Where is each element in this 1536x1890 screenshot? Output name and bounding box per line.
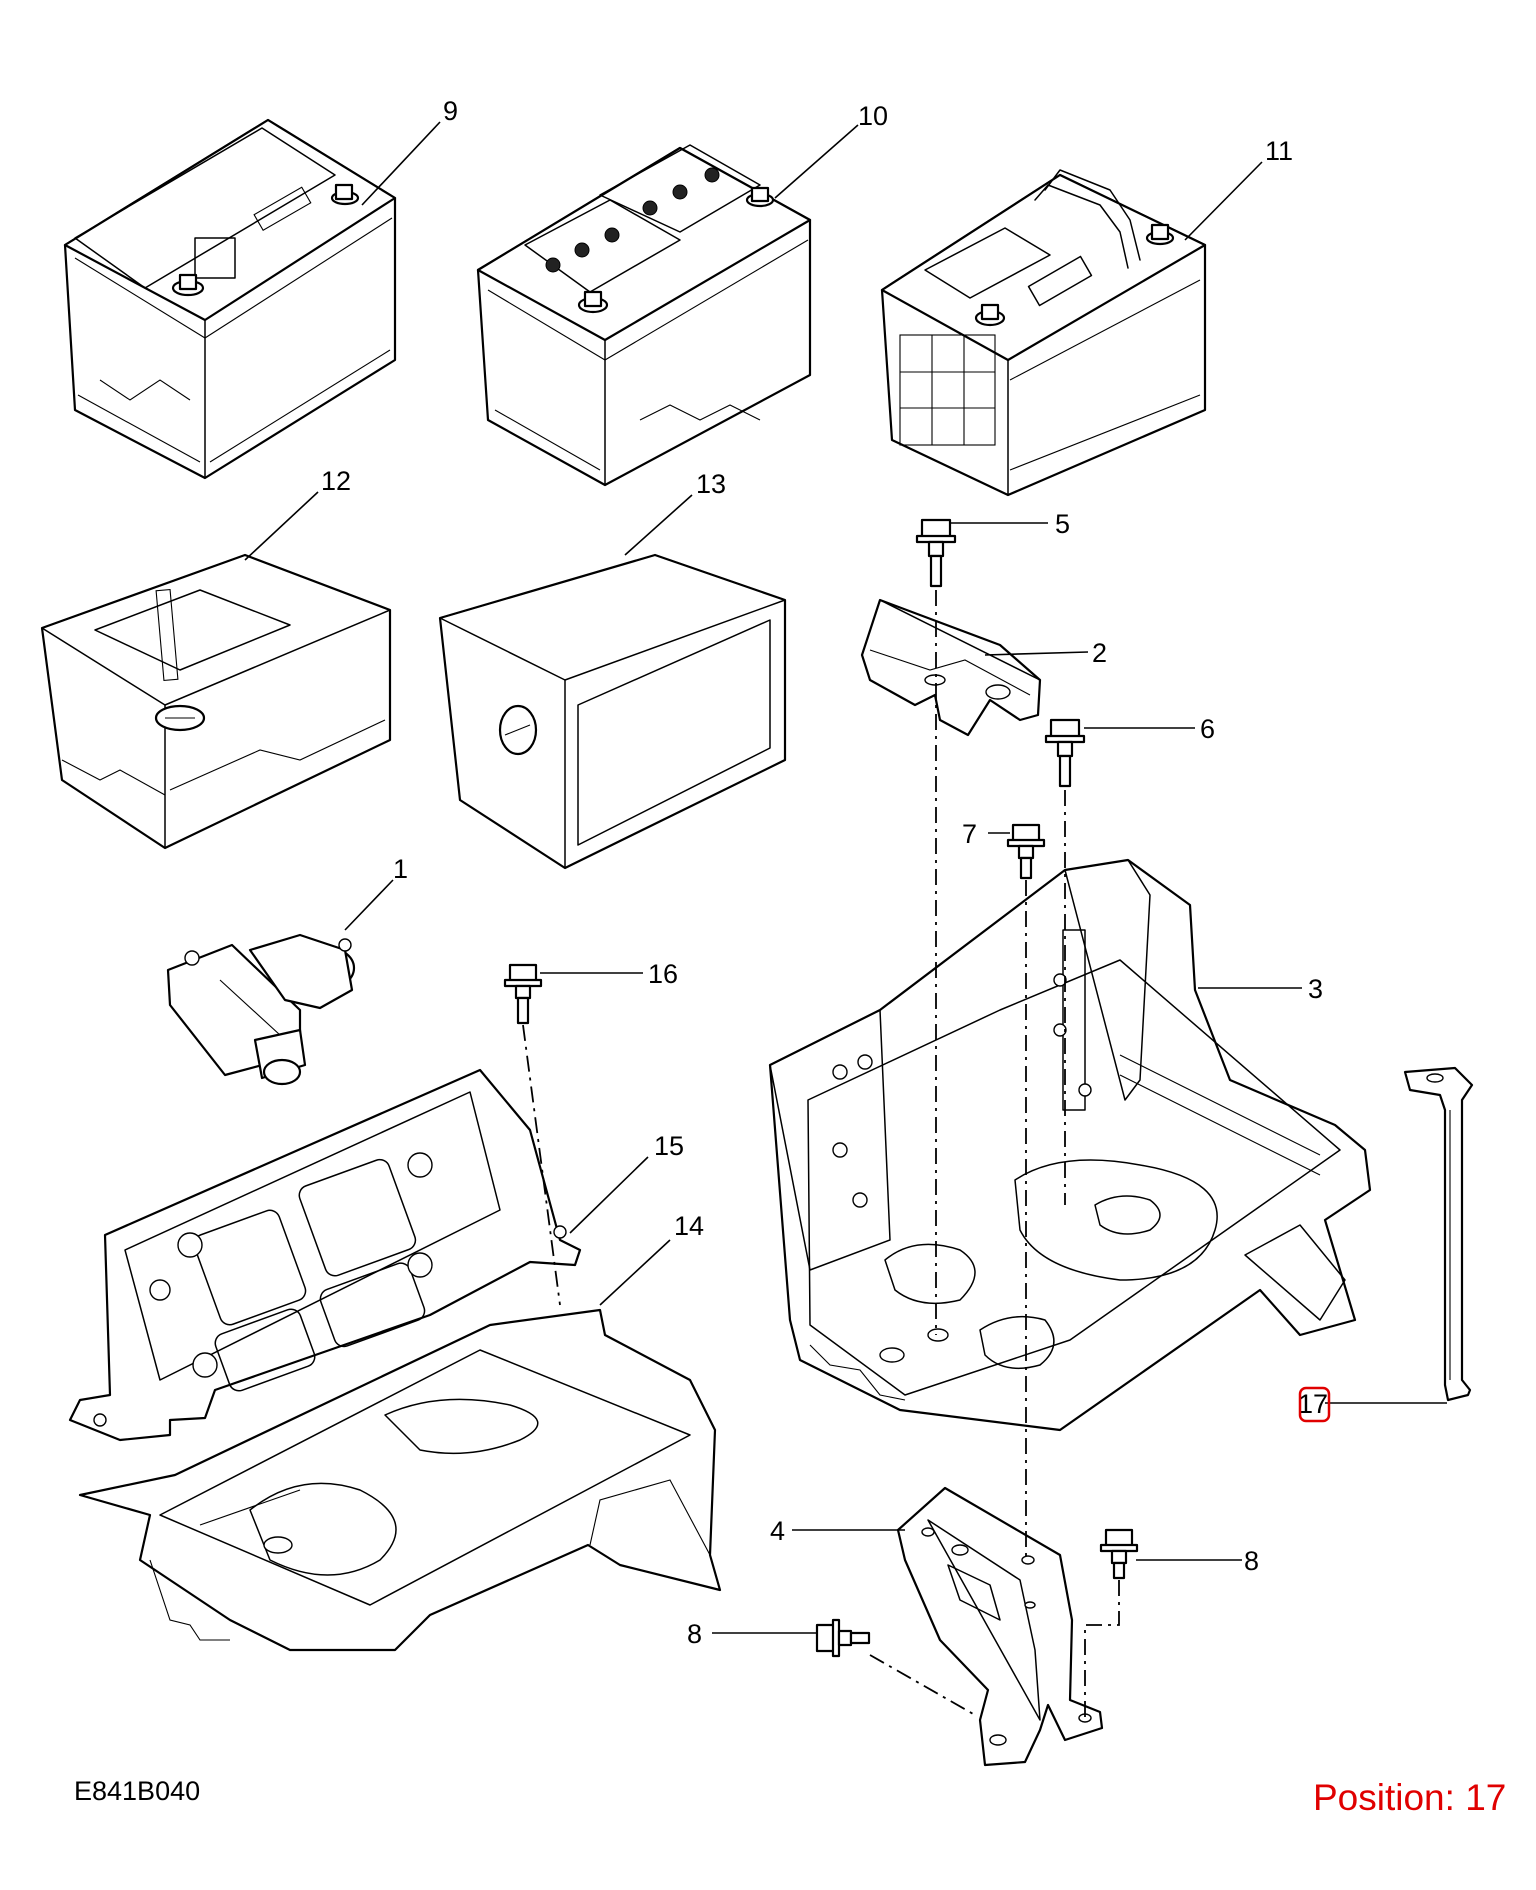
callout-8-right[interactable]: 8 [1244, 1546, 1259, 1576]
bolt-6[interactable] [1044, 718, 1086, 788]
callout-2[interactable]: 2 [1092, 638, 1107, 668]
battery-10[interactable] [476, 144, 812, 487]
assembly-center-lines [522, 590, 1120, 1720]
battery-bracket-15[interactable] [68, 1068, 582, 1442]
callout-10[interactable]: 10 [858, 101, 888, 131]
callout-3[interactable]: 3 [1308, 974, 1323, 1004]
callout-15[interactable]: 15 [654, 1131, 684, 1161]
bracket-4[interactable] [896, 1486, 1104, 1767]
callout-8-left[interactable]: 8 [687, 1619, 702, 1649]
callout-12[interactable]: 12 [321, 466, 351, 496]
callout-6[interactable]: 6 [1200, 714, 1215, 744]
callout-4[interactable]: 4 [770, 1516, 785, 1546]
battery-tray-3[interactable] [768, 858, 1372, 1432]
callout-1[interactable]: 1 [393, 854, 408, 884]
diagram-code: E841B040 [74, 1776, 200, 1806]
bolt-7[interactable] [1006, 823, 1046, 880]
bolt-8-right[interactable] [1099, 1528, 1139, 1580]
callout-labels: 9 10 11 12 13 1 16 15 14 5 2 6 7 3 17 4 … [321, 96, 1328, 1649]
callout-9[interactable]: 9 [443, 96, 458, 126]
selected-callout-highlight [1298, 1386, 1331, 1423]
callout-17[interactable]: 17 [1298, 1389, 1328, 1419]
strap-17[interactable] [1403, 1066, 1474, 1402]
callout-14[interactable]: 14 [674, 1211, 704, 1241]
bolt-8-left[interactable] [815, 1618, 871, 1658]
callout-13[interactable]: 13 [696, 469, 726, 499]
battery-11[interactable] [880, 169, 1207, 497]
battery-cover-13[interactable] [438, 553, 787, 870]
position-label: Position: 17 [1313, 1777, 1506, 1818]
leader-lines [244, 121, 1447, 1634]
battery-tray-14[interactable] [78, 1308, 722, 1652]
battery-cover-12[interactable] [40, 553, 392, 850]
callout-16[interactable]: 16 [648, 959, 678, 989]
battery-9[interactable] [63, 118, 397, 480]
callout-5[interactable]: 5 [1055, 509, 1070, 539]
battery-sensor-1[interactable] [166, 933, 356, 1086]
clamp-2[interactable] [860, 598, 1042, 737]
bolt-5[interactable] [915, 518, 957, 588]
callout-11[interactable]: 11 [1265, 136, 1293, 166]
callout-7[interactable]: 7 [962, 819, 977, 849]
bolt-16[interactable] [503, 963, 543, 1025]
